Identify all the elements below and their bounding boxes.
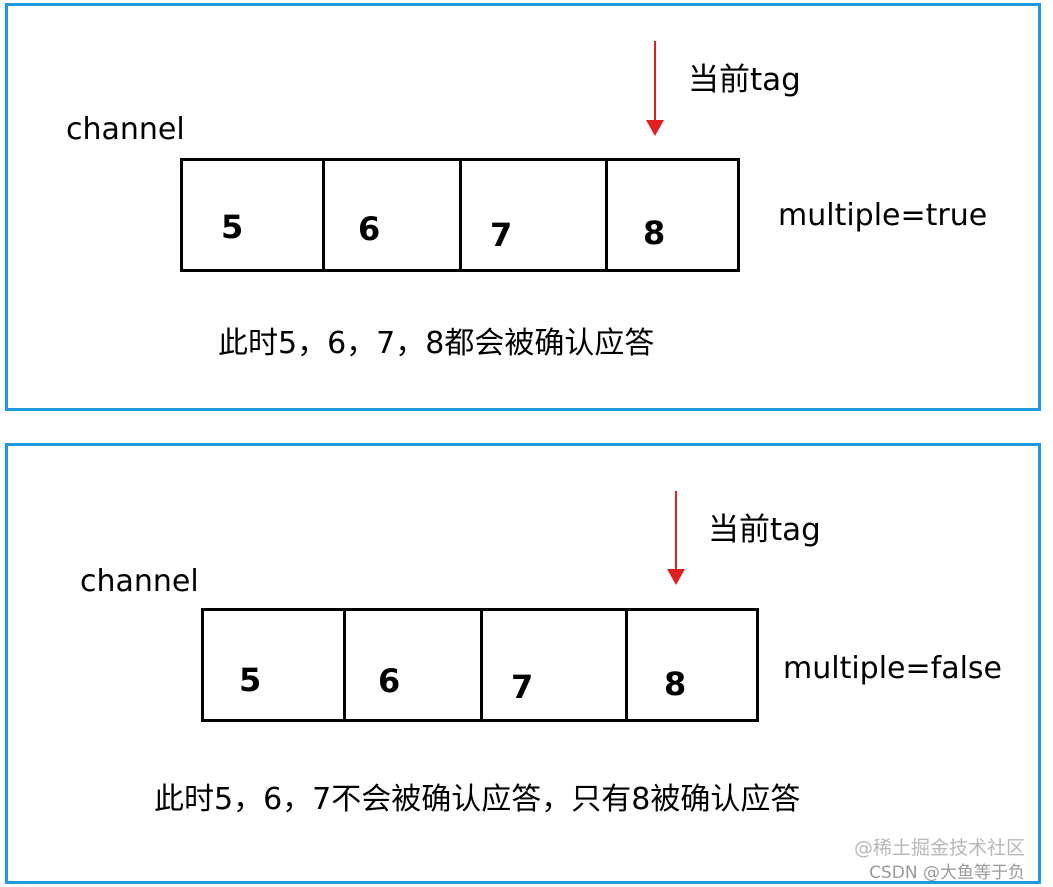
tag-number: 8 — [643, 214, 666, 252]
watermark-csdn: CSDN @大鱼等于负 — [869, 863, 1025, 883]
tag-cell-7: 7 — [483, 611, 628, 719]
channel-tag-row: 5 6 7 8 — [180, 158, 740, 272]
ack-caption: 此时5，6，7，8都会被确认应答 — [218, 326, 655, 361]
current-tag-arrow-shaft — [654, 41, 656, 123]
tag-number: 6 — [358, 210, 381, 248]
tag-cell-6: 6 — [325, 161, 462, 269]
current-tag-arrow-shaft — [675, 491, 677, 571]
tag-cell-5: 5 — [204, 611, 346, 719]
tag-cell-6: 6 — [346, 611, 483, 719]
tag-number: 6 — [378, 662, 401, 700]
tag-cell-8: 8 — [608, 161, 737, 269]
tag-number: 7 — [511, 668, 534, 706]
tag-number: 5 — [221, 208, 244, 246]
current-tag-arrow-head — [667, 569, 685, 585]
channel-label: channel — [66, 112, 185, 147]
diagram-panel-multiple-true: 当前tag channel 5 6 7 8 multiple=true 此时5，… — [5, 3, 1041, 411]
multiple-flag-label: multiple=true — [778, 198, 988, 233]
multiple-flag-label: multiple=false — [783, 651, 1003, 686]
current-tag-label: 当前tag — [708, 512, 821, 548]
diagram-panel-multiple-false: 当前tag channel 5 6 7 8 multiple=false 此时5… — [5, 443, 1041, 884]
channel-tag-row: 5 6 7 8 — [201, 608, 759, 722]
ack-caption: 此时5，6，7不会被确认应答，只有8被确认应答 — [154, 782, 801, 817]
tag-number: 8 — [664, 665, 687, 703]
current-tag-label: 当前tag — [688, 62, 801, 98]
tag-cell-5: 5 — [183, 161, 325, 269]
channel-label: channel — [80, 564, 199, 599]
current-tag-arrow-head — [646, 120, 664, 136]
tag-number: 7 — [490, 216, 513, 254]
watermark-juejin: @稀土掘金技术社区 — [853, 837, 1025, 859]
tag-cell-8: 8 — [628, 611, 756, 719]
tag-number: 5 — [239, 661, 262, 699]
tag-cell-7: 7 — [462, 161, 608, 269]
